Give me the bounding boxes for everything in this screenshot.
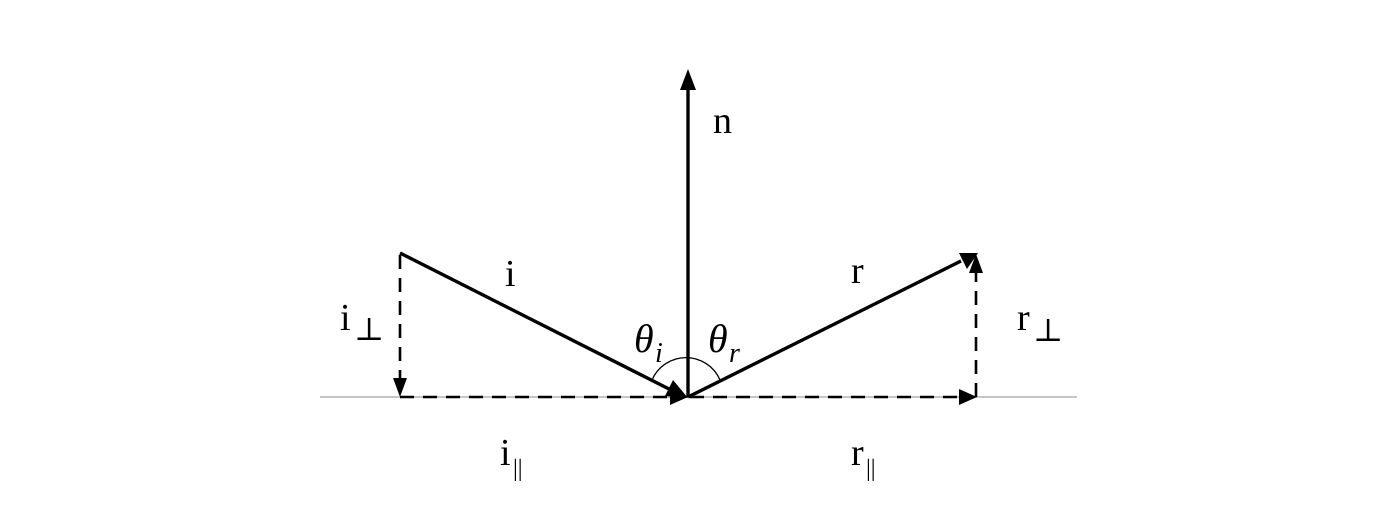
r-parallel-component bbox=[690, 389, 977, 405]
r-perp-arrowhead bbox=[969, 254, 983, 273]
theta-i-label: θ i bbox=[634, 316, 663, 369]
i-perp-arrowhead bbox=[393, 378, 407, 397]
reflected-arrowhead bbox=[959, 253, 978, 269]
reflected-label: r bbox=[851, 250, 864, 292]
i-perp-label: i ⊥ bbox=[340, 297, 384, 347]
i-parallel-label: i || bbox=[500, 432, 523, 482]
incident-vector bbox=[399, 251, 688, 398]
normal-arrowhead bbox=[680, 69, 696, 90]
angle-arc bbox=[651, 356, 721, 381]
i-perp-component bbox=[393, 255, 407, 397]
incident-label: i bbox=[505, 253, 516, 295]
r-parallel-label: r || bbox=[851, 432, 876, 482]
normal-vector bbox=[680, 69, 696, 397]
normal-label: n bbox=[713, 100, 732, 142]
r-perp-component bbox=[969, 254, 983, 397]
r-perp-label: r ⊥ bbox=[1017, 297, 1063, 348]
reflected-vector bbox=[687, 253, 978, 399]
incident-arrowhead bbox=[665, 380, 688, 398]
r-parallel-arrowhead bbox=[959, 389, 977, 405]
theta-r-label: θ r bbox=[708, 316, 740, 369]
